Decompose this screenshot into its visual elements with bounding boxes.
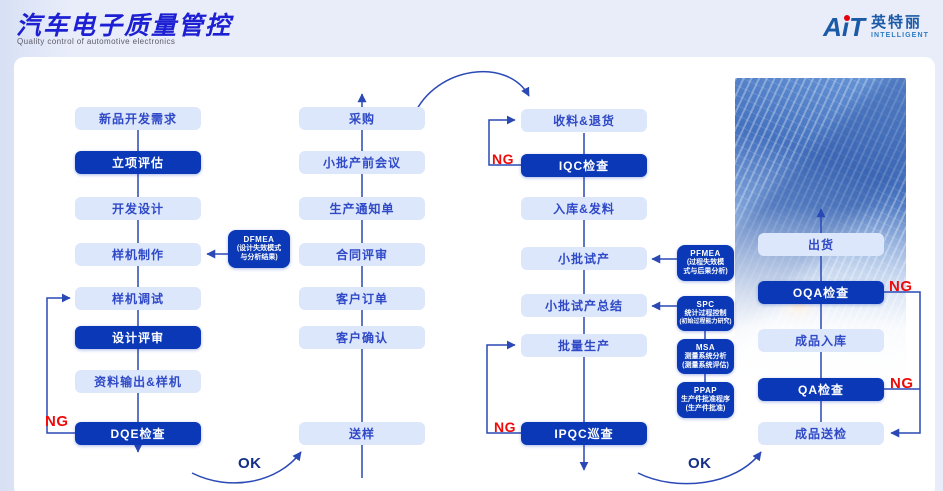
annotation-pfmea-title: PFMEA: [690, 249, 721, 259]
node-shipment: 出货: [758, 233, 884, 256]
annotation-ppap-line2: (生产件批准): [685, 405, 726, 412]
node-customer-order: 客户订单: [299, 287, 425, 310]
node-design-review: 设计评审: [75, 326, 201, 349]
node-project-evaluation: 立项评估: [75, 151, 201, 174]
annotation-msa-title: MSA: [695, 342, 716, 352]
node-pilot-run: 小批试产: [521, 247, 647, 270]
node-prototype-debug: 样机调试: [75, 287, 201, 310]
node-production-notice: 生产通知单: [299, 197, 425, 220]
annotation-dfmea-line2: 与分析结果): [240, 254, 278, 261]
node-warehousing-issuing: 入库&发料: [521, 197, 647, 220]
node-iqc-inspection: IQC检查: [521, 154, 647, 177]
node-finished-goods-submission: 成品送检: [758, 422, 884, 445]
logo-wordmark: AiT: [823, 11, 865, 42]
company-logo: AiT 英特丽 INTELLIGENT: [823, 8, 929, 46]
node-purchasing: 采购: [299, 107, 425, 130]
annotation-ppap-line1: 生产件批准程序: [681, 396, 730, 404]
ng-label-qa: NG: [890, 375, 914, 392]
logo-cn-name: 英特丽: [871, 14, 923, 31]
logo-red-dot-icon: [844, 14, 851, 21]
ng-label-dqe: NG: [45, 413, 69, 430]
node-development-design: 开发设计: [75, 197, 201, 220]
node-new-product-dev-request: 新品开发需求: [75, 107, 201, 130]
node-ipqc-patrol: IPQC巡查: [521, 422, 647, 445]
annotation-dfmea-line1: (设计失效模式: [236, 245, 282, 253]
node-mass-production: 批量生产: [521, 334, 647, 357]
annotation-dfmea-title: DFMEA: [243, 235, 275, 245]
logo-en-name: INTELLIGENT: [871, 32, 929, 39]
annotation-spc-line2: (初始过程能力研究): [679, 319, 732, 326]
node-qa-inspection: QA检查: [758, 378, 884, 401]
node-finished-goods-warehousing: 成品入库: [758, 329, 884, 352]
annotation-pfmea-line2: 式与后果分析): [683, 268, 728, 275]
annotation-spc-title: SPC: [696, 300, 715, 310]
page-subtitle: Quality control of automotive electronic…: [17, 37, 176, 46]
node-receiving-returns: 收料&退货: [521, 109, 647, 132]
node-dqe-inspection: DQE检查: [75, 422, 201, 445]
node-customer-confirmation: 客户确认: [299, 326, 425, 349]
annotation-dfmea: DFMEA (设计失效模式 与分析结果): [228, 230, 290, 268]
ng-label-oqa: NG: [889, 278, 913, 295]
node-data-output-prototype: 资料输出&样机: [75, 370, 201, 393]
annotation-msa-line1: 测量系统分析: [684, 352, 727, 360]
annotation-ppap: PPAP 生产件批准程序 (生产件批准): [677, 382, 734, 418]
node-sample-delivery: 送样: [299, 422, 425, 445]
annotation-pfmea: PFMEA (过程失效模 式与后果分析): [677, 245, 734, 281]
ng-label-ipqc: NG: [494, 419, 516, 435]
ng-label-iqc: NG: [492, 151, 514, 167]
annotation-msa: MSA 测量系统分析 (测量系统评估): [677, 339, 734, 374]
node-prototype-build: 样机制作: [75, 243, 201, 266]
ok-label-ipqc: OK: [688, 455, 712, 472]
annotation-pfmea-line1: (过程失效模: [686, 259, 725, 267]
annotation-msa-line2: (测量系统评估): [682, 361, 729, 369]
page-title: 汽车电子质量管控: [16, 12, 233, 40]
node-pre-pilot-meeting: 小批产前会议: [299, 151, 425, 174]
node-pilot-run-summary: 小批试产总结: [521, 294, 647, 317]
node-contract-review: 合同评审: [299, 243, 425, 266]
annotation-spc: SPC 统计过程控制 (初始过程能力研究): [677, 296, 734, 331]
node-oqa-inspection: OQA检查: [758, 281, 884, 304]
ok-label-dqe: OK: [238, 455, 262, 472]
annotation-ppap-title: PPAP: [693, 386, 718, 396]
annotation-spc-line1: 统计过程控制: [684, 310, 727, 318]
